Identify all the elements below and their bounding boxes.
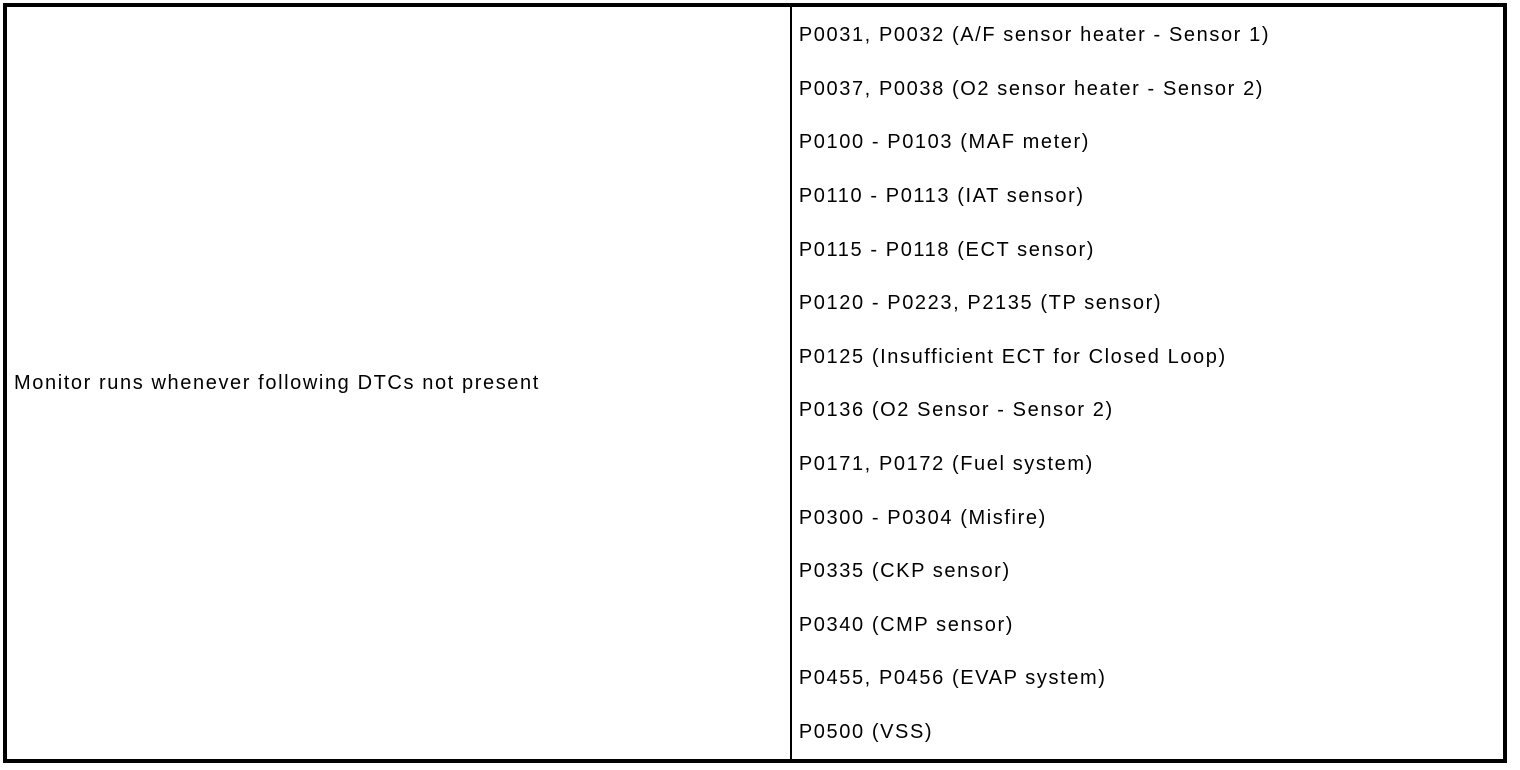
dtc-list-item: P0455, P0456 (EVAP system) (798, 667, 1107, 690)
dtc-list-item: P0300 - P0304 (Misfire) (798, 506, 1047, 529)
dtc-list-item: P0136 (O2 Sensor - Sensor 2) (798, 399, 1114, 422)
dtc-list-item: P0031, P0032 (A/F sensor heater - Sensor… (798, 24, 1271, 47)
dtc-list-item: P0171, P0172 (Fuel system) (798, 453, 1094, 476)
dtc-monitor-table: Monitor runs whenever following DTCs not… (3, 3, 1507, 764)
dtc-list-item: P0125 (Insufficient ECT for Closed Loop) (798, 345, 1227, 368)
dtc-list-item: P0110 - P0113 (IAT sensor) (798, 185, 1085, 208)
dtc-list: P0031, P0032 (A/F sensor heater - Sensor… (792, 7, 1503, 759)
dtc-list-item: P0120 - P0223, P2135 (TP sensor) (798, 292, 1163, 315)
dtc-list-item: P0115 - P0118 (ECT sensor) (798, 238, 1096, 261)
monitor-condition-cell: Monitor runs whenever following DTCs not… (4, 3, 792, 763)
dtc-list-item: P0500 (VSS) (798, 721, 934, 744)
dtc-list-cell: P0031, P0032 (A/F sensor heater - Sensor… (789, 3, 1507, 763)
dtc-list-item: P0335 (CKP sensor) (798, 560, 1011, 583)
dtc-list-item: P0340 (CMP sensor) (798, 613, 1015, 636)
dtc-list-item: P0100 - P0103 (MAF meter) (798, 131, 1091, 154)
monitor-condition-text: Monitor runs whenever following DTCs not… (14, 372, 540, 395)
table-row: Monitor runs whenever following DTCs not… (4, 3, 1507, 763)
dtc-list-item: P0037, P0038 (O2 sensor heater - Sensor … (798, 77, 1265, 100)
